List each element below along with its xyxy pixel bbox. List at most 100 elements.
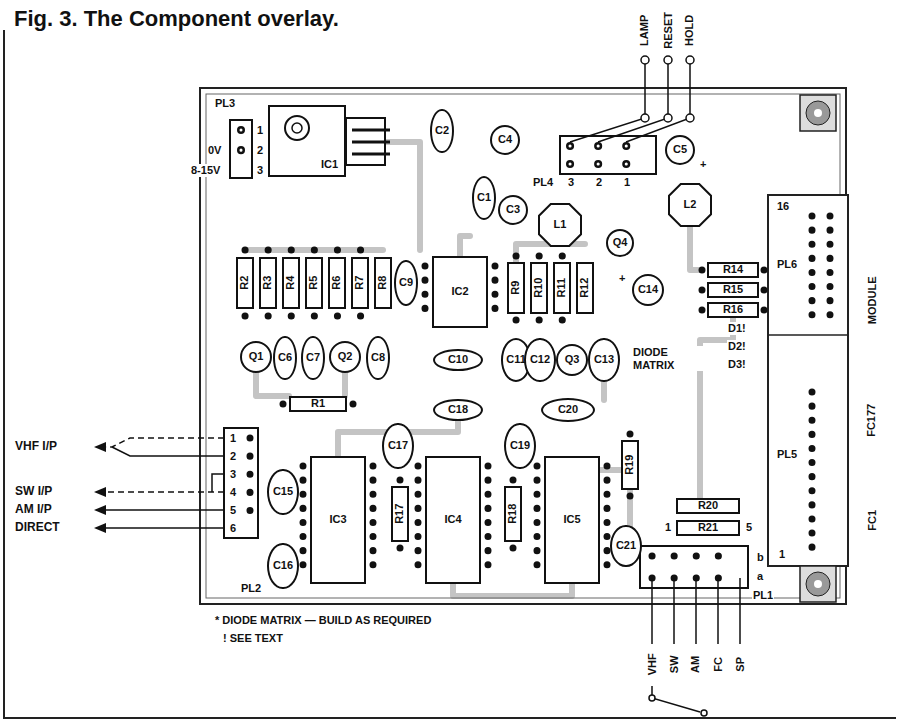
- component-label: IC5: [563, 514, 580, 526]
- figure-title: Fig. 3. The Component overlay.: [14, 6, 339, 32]
- transistor-outline: Q2: [329, 341, 361, 373]
- pcb-label: +: [699, 158, 707, 171]
- component-label: IC3: [329, 514, 346, 526]
- pcb-label: FC1: [866, 509, 879, 532]
- component-label: R4: [285, 276, 297, 290]
- capacitor-symbol: C21: [610, 525, 641, 567]
- inductor-symbol: L2: [668, 183, 712, 227]
- component-label: R3: [262, 276, 274, 290]
- component-label: R1: [311, 398, 325, 410]
- component-label: C14: [638, 284, 658, 296]
- pcb-label: DIODE MATRIX: [632, 346, 704, 371]
- pcb-label: SW: [668, 654, 681, 674]
- component-label: R2: [239, 276, 251, 290]
- pcb-label: PL2: [240, 582, 262, 595]
- component-label: C4: [498, 134, 512, 146]
- component-label: C13: [594, 354, 614, 366]
- component-label: C1: [477, 192, 491, 204]
- ic-outline: IC4: [425, 456, 481, 584]
- resistor-symbol: R7: [351, 257, 369, 309]
- pcb-label: PL6: [776, 258, 798, 271]
- component-label: C2: [435, 125, 449, 137]
- capacitor-symbol: C2: [430, 109, 453, 153]
- pcb-label: ! SEE TEXT: [222, 632, 284, 645]
- component-label: R12: [579, 278, 591, 298]
- pcb-label: FC177: [866, 402, 879, 437]
- pcb-label: 1: [623, 176, 631, 189]
- resistor-symbol: R15: [707, 282, 759, 299]
- component-label: C7: [306, 352, 320, 364]
- component-label: R10: [533, 278, 545, 298]
- component-label: R15: [723, 284, 743, 296]
- component-label: R18: [507, 504, 519, 524]
- resistor-symbol: R18: [504, 486, 522, 542]
- ic-outline: IC2: [432, 256, 488, 328]
- pcb-label: a: [756, 570, 764, 583]
- regulator-outline: IC1: [268, 105, 346, 177]
- inductor-symbol: L1: [538, 203, 582, 247]
- pcb-label: D2!: [727, 340, 747, 353]
- resistor-symbol: R3: [259, 257, 277, 309]
- capacitor-symbol: C16: [267, 543, 298, 589]
- component-label: C15: [273, 486, 293, 498]
- component-label: C11: [506, 354, 526, 366]
- resistor-symbol: R12: [576, 262, 594, 314]
- transistor-outline: Q4: [606, 229, 634, 257]
- pcb-label: VHF I/P: [14, 440, 58, 454]
- component-label: C20: [558, 404, 578, 416]
- capacitor-symbol: C3: [498, 195, 528, 225]
- resistor-symbol: R8: [374, 257, 392, 309]
- pcb-label: 1: [664, 521, 672, 534]
- resistor-symbol: R1: [289, 396, 347, 413]
- resistor-symbol: R16: [707, 302, 759, 319]
- pcb-label: LAMP: [639, 13, 652, 46]
- component-label: C3: [506, 204, 520, 216]
- pcb-label: 1: [256, 124, 264, 137]
- component-label: IC1: [321, 159, 338, 171]
- pcb-label: 1: [778, 548, 786, 561]
- pcb-label: SW I/P: [14, 485, 53, 499]
- component-label: R21: [698, 522, 718, 534]
- component-label: C10: [448, 354, 468, 366]
- pcb-label: 2: [256, 144, 264, 157]
- capacitor-symbol: C10: [433, 349, 483, 371]
- component-label: R20: [698, 500, 718, 512]
- component-label: L1: [554, 219, 567, 231]
- component-label: C16: [273, 560, 293, 572]
- capacitor-symbol: C14: [632, 274, 664, 306]
- pcb-label: 16: [776, 200, 790, 213]
- resistor-symbol: R20: [676, 498, 740, 515]
- resistor-symbol: R21: [676, 520, 740, 537]
- component-label: Q2: [338, 351, 353, 363]
- pcb-label: 5: [745, 521, 753, 534]
- pcb-label: RESET: [662, 11, 675, 50]
- pcb-label: 4: [229, 486, 237, 499]
- capacitor-symbol: C13: [588, 338, 619, 382]
- component-label: R11: [556, 278, 568, 298]
- pcb-label: SP: [734, 656, 747, 673]
- capacitor-symbol: C19: [504, 423, 535, 469]
- pcb-label: PL3: [214, 97, 236, 110]
- pcb-label: 0V: [207, 144, 222, 157]
- component-label: L2: [684, 199, 697, 211]
- pcb-label: PL4: [532, 176, 554, 189]
- capacitor-symbol: C20: [541, 398, 595, 422]
- capacitor-symbol: C15: [267, 469, 298, 515]
- component-label: R14: [723, 264, 743, 276]
- resistor-symbol: R19: [621, 440, 639, 490]
- capacitor-symbol: C12: [524, 338, 555, 382]
- pcb-label: 3: [256, 164, 264, 177]
- pcb-label: D3!: [727, 358, 747, 371]
- component-label: C19: [510, 440, 530, 452]
- resistor-symbol: R2: [236, 257, 254, 309]
- capacitor-symbol: C4: [490, 125, 520, 155]
- component-label: C6: [278, 352, 292, 364]
- component-label: R16: [723, 304, 743, 316]
- pcb-label: D1!: [727, 322, 747, 335]
- pcb-label: DIRECT: [14, 521, 61, 535]
- pcb-label: * DIODE MATRIX — BUILD AS REQUIRED: [214, 614, 432, 627]
- component-label: R19: [624, 455, 636, 475]
- capacitor-symbol: C1: [472, 176, 496, 220]
- ic-outline: IC3: [310, 456, 366, 584]
- pcb-label: MODULE: [866, 275, 879, 325]
